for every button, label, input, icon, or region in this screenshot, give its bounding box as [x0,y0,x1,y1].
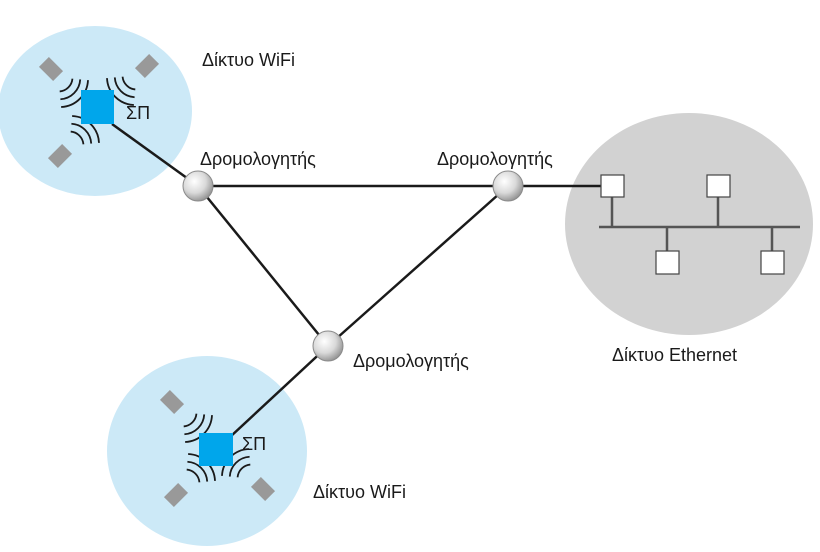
access-point-top [81,90,114,124]
wifi-network-top-label: Δίκτυο WiFi [202,50,295,70]
router-right-icon [492,170,524,202]
wireless-device-top-3 [47,143,73,169]
wireless-device-top-2 [134,53,160,79]
ethernet-host-1 [600,174,625,198]
ethernet-network-label: Δίκτυο Ethernet [612,345,737,365]
router-bottom-label: Δρομολογητής [353,351,469,371]
wifi-network-bottom-label: Δίκτυο WiFi [313,482,406,502]
router-right-label: Δρομολογητής [437,149,553,169]
ethernet-bus [599,196,800,251]
wireless-device-top-1 [38,56,64,82]
ethernet-network-area [565,113,813,335]
router-left-label: Δρομολογητής [200,149,316,169]
ethernet-host-2 [706,174,731,198]
link-router-bottom-to-ap-bottom [215,345,329,451]
access-point-bottom [199,433,233,466]
link-router-right-to-router-bottom [327,185,509,347]
wireless-device-bottom-1 [159,389,185,415]
ethernet-host-3 [655,250,680,275]
wireless-device-bottom-3 [250,476,276,502]
router-left-icon [182,170,214,202]
router-bottom-icon [312,330,344,362]
access-point-bottom-label: ΣΠ [242,434,266,454]
ethernet-host-4 [760,250,785,275]
wireless-device-bottom-2 [163,482,189,508]
link-router-left-to-router-bottom [197,185,329,347]
link-ap-top-to-router-left [111,122,199,188]
network-links [111,122,602,451]
access-point-top-label: ΣΠ [126,103,150,123]
